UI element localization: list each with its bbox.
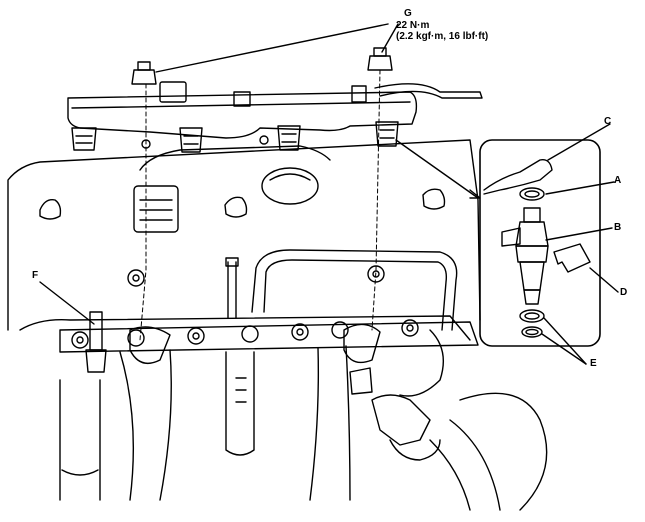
label-c: C <box>604 116 612 127</box>
detail-inset <box>479 139 601 347</box>
torque-alternate: (2.2 kgf·m, 16 lbf·ft) <box>396 31 489 42</box>
lower-bolts <box>127 265 385 287</box>
cylinder-head <box>7 139 481 341</box>
label-g: G <box>404 8 412 19</box>
connector-harness <box>371 329 548 511</box>
label-a: A <box>614 175 622 186</box>
rail-injectors <box>71 121 399 153</box>
pipe-loop <box>225 249 458 331</box>
g-leaders <box>155 23 399 73</box>
label-b: B <box>614 222 622 233</box>
torque-value: 22 N·m <box>396 20 430 31</box>
mounting-bolts <box>131 47 393 85</box>
lower-ports <box>59 319 479 353</box>
sensor-f <box>85 311 107 373</box>
alignment-lines <box>139 69 381 341</box>
intake-bosses <box>39 167 446 233</box>
label-e: E <box>590 358 597 369</box>
f-leader <box>39 281 95 325</box>
fuel-rail <box>67 81 483 149</box>
intake-runners <box>59 323 381 501</box>
detail-leaders <box>541 123 619 365</box>
label-d: D <box>620 287 628 298</box>
label-f: F <box>32 270 39 281</box>
